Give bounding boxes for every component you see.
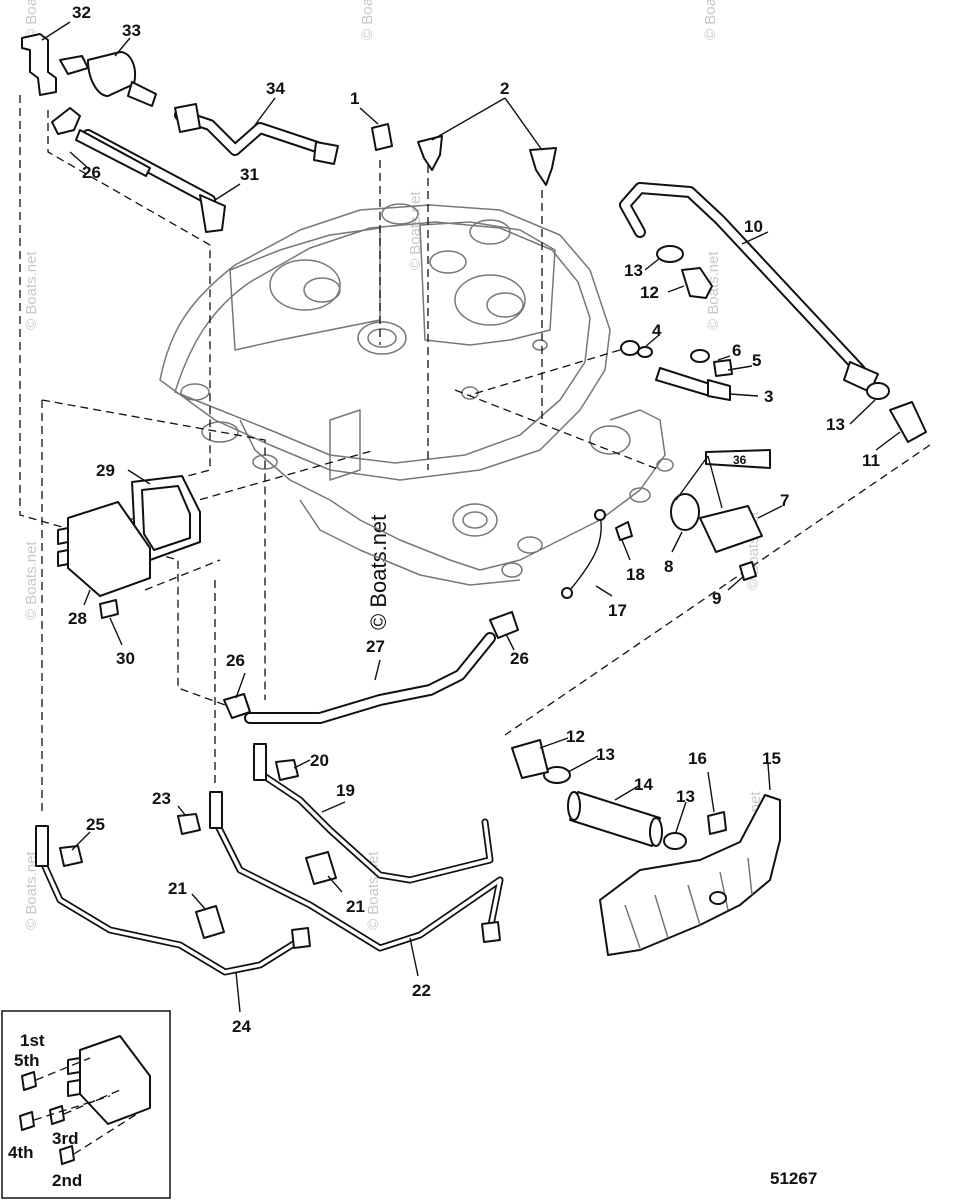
callout-13c: 13 (596, 745, 615, 764)
callout-6: 6 (732, 341, 741, 360)
part-31-elbow-hose (75, 129, 226, 233)
callout-13a: 13 (624, 261, 643, 280)
part-36-tube: 36 (705, 449, 771, 469)
callout-34: 34 (266, 79, 285, 98)
callout-25: 25 (86, 815, 105, 834)
assembly-lines (19, 95, 931, 815)
watermark: © Boats.net (23, 251, 40, 330)
part-34-hose (174, 103, 339, 165)
part-7-8-thermostat (670, 493, 763, 553)
callout-14: 14 (634, 775, 653, 794)
callout-12a: 12 (640, 283, 659, 302)
inset-tightening-sequence: 1st 5th 4th 3rd 2nd (1, 1010, 171, 1199)
drawing-number: 51267 (770, 1169, 817, 1188)
callout-3: 3 (764, 387, 773, 406)
tube-label: 36 (733, 453, 747, 467)
part-14-hose (567, 791, 663, 847)
part-4-seals (620, 340, 653, 358)
engine-block (159, 203, 674, 586)
callout-17: 17 (608, 601, 627, 620)
callout-19: 19 (336, 781, 355, 800)
part-32-elbow (21, 33, 57, 96)
callout-27: 27 (366, 637, 385, 656)
callout-31: 31 (240, 165, 259, 184)
callout-1: 1 (350, 89, 359, 108)
callout-33: 33 (122, 21, 141, 40)
inset-step-3rd: 3rd (52, 1129, 78, 1148)
part-12-fittings (511, 267, 713, 779)
part-11-fitting (889, 401, 927, 443)
callout-32: 32 (72, 3, 91, 22)
callout-22: 22 (412, 981, 431, 1000)
part-13-clamps (543, 245, 890, 850)
part-15-cover (599, 794, 781, 956)
part-30-bolt (99, 599, 119, 619)
part-1-plug (371, 123, 393, 151)
callout-2: 2 (500, 79, 509, 98)
callout-26b: 26 (226, 651, 245, 670)
part-22-fuel-line (209, 791, 504, 952)
watermark: © Boats.net (23, 0, 40, 40)
leader-lines (41, 21, 901, 1013)
callout-8: 8 (664, 557, 673, 576)
callout-12b: 12 (566, 727, 585, 746)
part-3-fitting (655, 367, 731, 401)
watermark: © Boats.net (23, 851, 40, 930)
part-23-nut (177, 813, 201, 835)
callout-7: 7 (780, 491, 789, 510)
part-26-clip-top (51, 107, 81, 135)
callout-11: 11 (862, 451, 880, 470)
part-20-nut (275, 759, 299, 781)
watermark-center: © Boats.net (366, 515, 391, 630)
inset-step-1st: 1st (20, 1031, 45, 1050)
watermark: © Boats.net (359, 0, 376, 40)
callout-30: 30 (116, 649, 135, 668)
callout-29: 29 (96, 461, 115, 480)
part-19-fuel-line (253, 743, 494, 884)
watermark: © Boats.net (702, 0, 719, 40)
inset-step-2nd: 2nd (52, 1171, 82, 1190)
callout-21b: 21 (346, 897, 365, 916)
part-21-clips (195, 851, 337, 939)
callout-10: 10 (744, 217, 763, 236)
watermark: © Boats.net (23, 541, 40, 620)
callout-4: 4 (652, 321, 662, 340)
callout-21a: 21 (168, 879, 187, 898)
callout-16: 16 (688, 749, 707, 768)
callout-9: 9 (712, 589, 721, 608)
callout-26c: 26 (510, 649, 529, 668)
watermark: © Boats.net (705, 251, 722, 330)
callout-26a: 26 (82, 163, 101, 182)
callout-28: 28 (68, 609, 87, 628)
part-25-nut (59, 845, 83, 867)
callout-24: 24 (232, 1017, 251, 1036)
part-16-bolt (707, 811, 727, 835)
callout-15: 15 (762, 749, 781, 768)
inset-step-5th: 5th (14, 1051, 40, 1070)
part-2-valves (417, 135, 557, 186)
part-24-fuel-line (35, 825, 311, 976)
part-5-6-washers (690, 349, 733, 377)
callout-20: 20 (310, 751, 329, 770)
part-27-hose (244, 632, 496, 724)
callout-23: 23 (152, 789, 171, 808)
part-33-fuel-filter (59, 51, 157, 107)
part-17-wire (561, 509, 606, 599)
callout-13b: 13 (826, 415, 845, 434)
part-9-18-bolts (615, 521, 757, 581)
part-28-module (57, 501, 151, 597)
callouts: 1 2 3 4 5 6 7 8 9 10 11 12 12 13 13 13 1… (68, 3, 880, 1036)
callout-18: 18 (626, 565, 645, 584)
callout-13d: 13 (676, 787, 695, 806)
callout-5: 5 (752, 351, 761, 370)
watermark: © Boats.net (407, 191, 424, 270)
inset-step-4th: 4th (8, 1143, 34, 1162)
part-10-hose (619, 182, 879, 393)
